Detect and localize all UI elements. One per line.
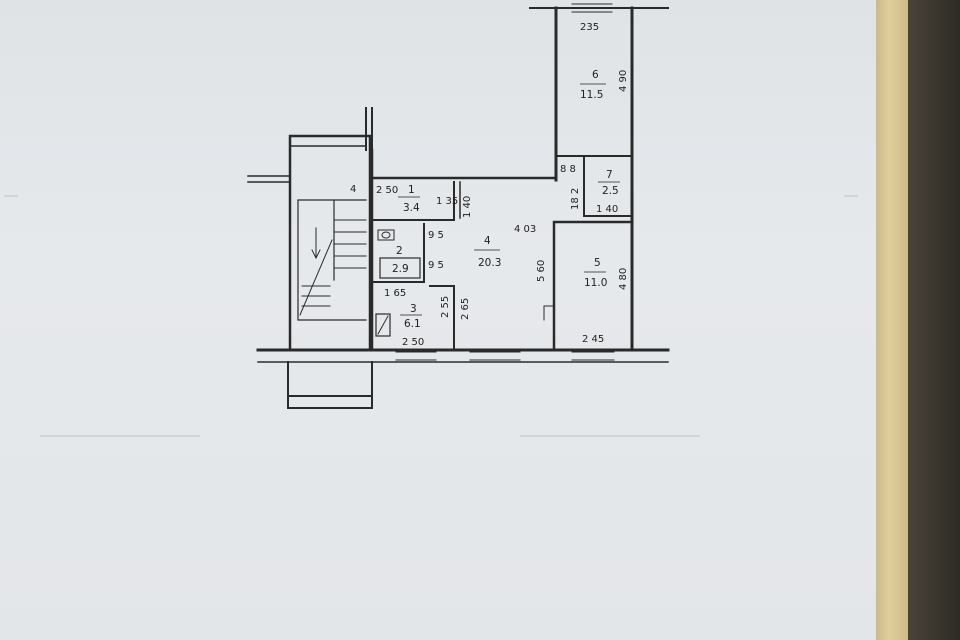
stove-line [377,315,389,335]
stove [375,313,391,337]
room7-area: 2.5 [602,185,619,197]
dim-403: 4 03 [514,224,536,235]
dim-182: 18 2 [570,188,581,210]
stair-steps [301,219,367,307]
room4-area: 20.3 [478,257,501,269]
dim-235: 235 [580,22,599,33]
room2-number: 2 [396,245,403,257]
room3-area: 6.1 [404,318,421,330]
dim-140b: 1 40 [596,204,618,215]
wall-room3 [429,285,455,351]
room4-number: 4 [484,235,491,247]
room1-number: 1 [408,184,415,196]
dim-250-top: 2 50 [376,185,398,196]
room5-area: 11.0 [584,277,607,289]
paper-sheet [0,0,886,640]
room5-number: 5 [594,257,601,269]
dim-265: 2 65 [460,298,471,320]
wall-room2 [371,223,425,283]
chimney-post [365,107,373,151]
wall-left-stub [247,175,291,183]
bathtub [379,257,421,279]
room7-number: 7 [606,169,613,181]
paper-marks [4,195,858,437]
window-room6-top [571,3,613,13]
room2-area: 2.9 [392,263,409,275]
stair-outer [288,134,372,352]
stair-flight [297,199,367,321]
dim-140a: 1 40 [462,196,473,218]
door-room4 [543,305,555,321]
dim-95a: 9 5 [428,230,444,241]
stair-arrow [311,227,321,260]
dim-165: 1 65 [384,288,406,299]
wall-room5 [552,220,634,352]
dim-88: 8 8 [560,164,576,175]
dim-245: 2 45 [582,334,604,345]
paper-edge [876,0,908,640]
wall-room7 [583,157,633,217]
dim-480: 4 80 [618,268,629,290]
wall-room1 [371,181,455,221]
dimension-labels: 235 4 90 8 8 18 2 1 40 2 50 1 35 1 40 4 … [350,22,629,348]
stair-mark: 4 [350,184,356,195]
dim-490: 4 90 [618,70,629,92]
room1-area: 3.4 [403,202,420,214]
stair-diagonal [299,239,333,316]
dim-255: 2 55 [440,296,451,318]
dim-95b: 9 5 [428,260,444,271]
room-labels: 1 3.4 2 2.9 3 6.1 4 20.3 5 11.0 6 11.5 7… [392,69,620,330]
room6-number: 6 [592,69,599,81]
dim-560: 5 60 [536,260,547,282]
toilet-box [377,229,395,241]
balcony [287,361,373,409]
room3-number: 3 [410,303,417,315]
window-marks [395,351,615,361]
dim-250-bottom: 2 50 [402,337,424,348]
dim-135: 1 35 [436,196,458,207]
room6-area: 11.5 [580,89,603,101]
table-background [908,0,960,640]
toilet [381,231,391,239]
